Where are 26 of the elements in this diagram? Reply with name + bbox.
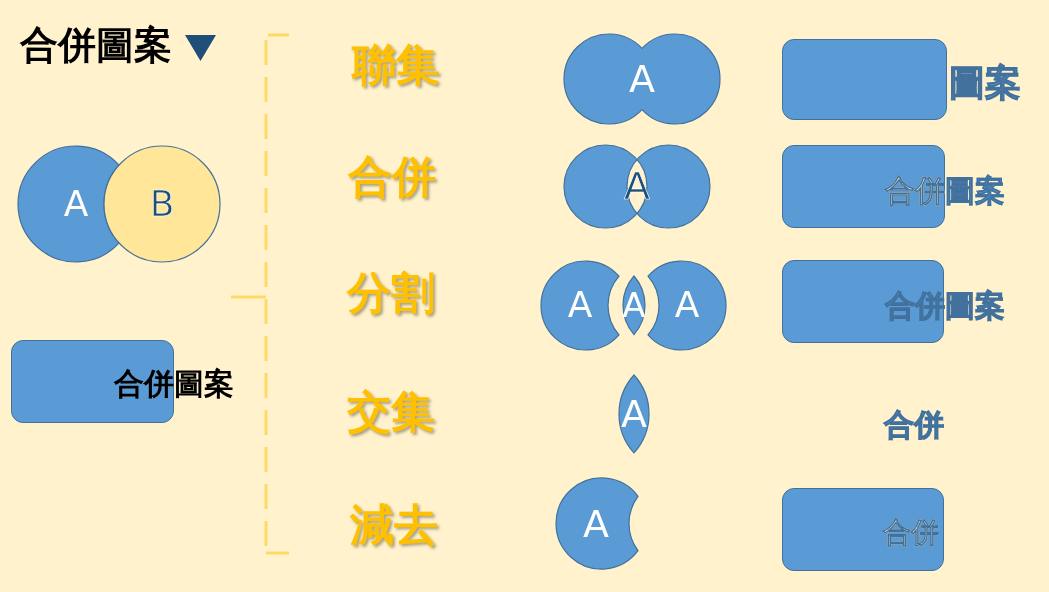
operation-label: 分割 bbox=[347, 271, 435, 315]
letter-label: A bbox=[583, 504, 609, 543]
rounded-rectangle bbox=[782, 488, 944, 571]
operation-label: 聯集 bbox=[352, 43, 440, 87]
letter-label: A bbox=[622, 288, 646, 322]
crescent-shape bbox=[556, 478, 638, 569]
letter-label: A bbox=[621, 395, 647, 433]
venn-circle bbox=[104, 146, 220, 262]
operation-label: 減去 bbox=[350, 503, 438, 547]
crescent-piece bbox=[541, 260, 619, 350]
title: 合併圖案 bbox=[20, 26, 172, 64]
letter-label: B bbox=[149, 186, 175, 222]
combined-shape bbox=[564, 144, 710, 228]
lens-shape bbox=[619, 375, 649, 453]
letter-label: A bbox=[567, 287, 593, 323]
result-text: 合併 bbox=[884, 410, 944, 440]
union-shape bbox=[564, 34, 720, 124]
operation-label: 交集 bbox=[347, 390, 435, 434]
letter-label: A bbox=[674, 287, 700, 323]
letter-label: A bbox=[629, 60, 655, 98]
word-label: 圖案 bbox=[949, 65, 1021, 101]
letter-label: A bbox=[63, 186, 89, 222]
lens-piece bbox=[623, 275, 645, 335]
crescent-piece bbox=[648, 260, 726, 350]
operation-label: 合併 bbox=[348, 155, 436, 199]
word-label: 合併圖案 bbox=[114, 369, 234, 399]
